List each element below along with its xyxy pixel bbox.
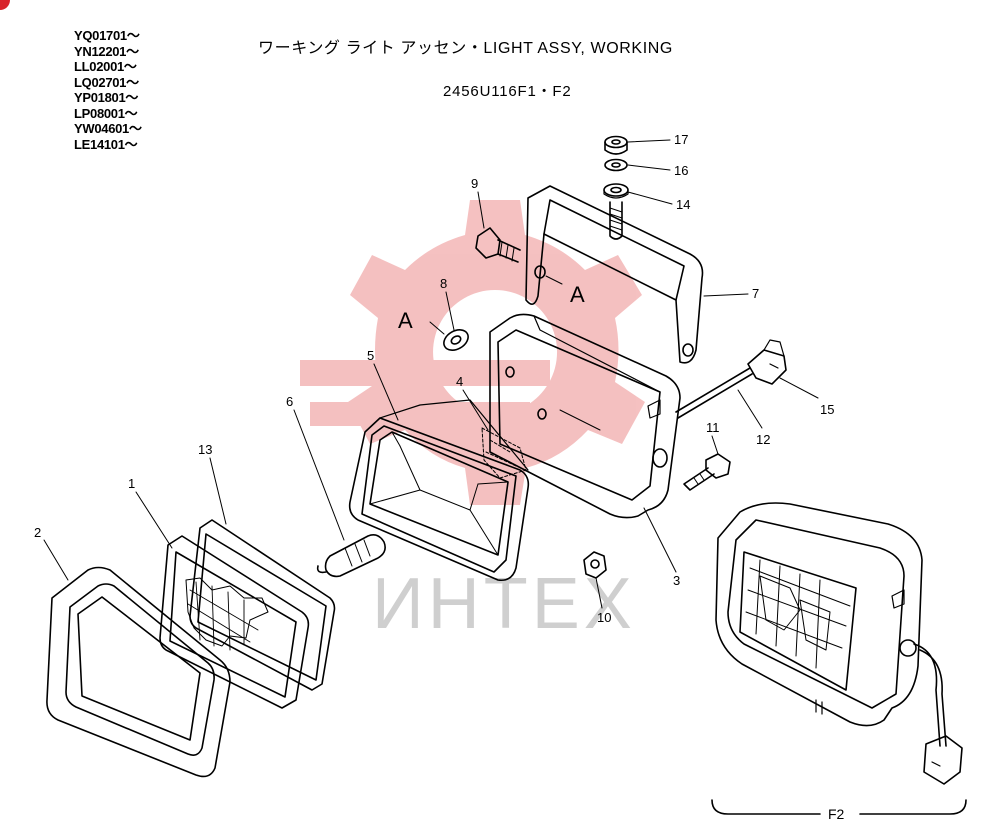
assembled-lamp-f2 xyxy=(715,502,963,785)
part-7-bracket xyxy=(525,185,704,364)
callout-13: 13 xyxy=(198,442,212,457)
part-13-gasket xyxy=(189,519,336,691)
part-10-nut xyxy=(583,551,607,579)
callout-8: 8 xyxy=(440,276,447,291)
callout-15: 15 xyxy=(820,402,834,417)
part-11-screw xyxy=(683,453,731,491)
variant-label-f2: F2 xyxy=(828,806,845,822)
part-3-housing xyxy=(489,313,681,519)
callout-9: 9 xyxy=(471,176,478,191)
serial-number: YW04601～ xyxy=(74,121,142,136)
serial-number: LE14101～ xyxy=(74,136,138,152)
callout-7: 7 xyxy=(752,286,759,301)
serial-number: LQ02701～ xyxy=(74,74,139,90)
part-1-lens xyxy=(159,535,310,709)
leader-lines xyxy=(43,139,819,609)
part-6-bulb xyxy=(316,534,386,578)
part-5-reflector xyxy=(348,399,530,582)
watermark-gear-logo xyxy=(300,200,645,505)
part-15-connector xyxy=(747,339,787,385)
callout-6: 6 xyxy=(286,394,293,409)
callout-2: 2 xyxy=(34,525,41,540)
callout-1: 1 xyxy=(128,476,135,491)
callout-14: 14 xyxy=(676,197,690,212)
serial-number: YQ01701～ xyxy=(74,28,140,43)
part-12-cable xyxy=(675,367,753,419)
callout-17: 17 xyxy=(674,132,688,147)
corner-mark xyxy=(0,0,10,10)
serial-number-list: YQ01701～ YN12201～ LL02001～ LQ02701～ YP01… xyxy=(74,28,142,152)
part-9-bolt xyxy=(475,227,521,263)
part-2-bezel xyxy=(46,566,231,778)
serial-number: LP08001～ xyxy=(74,105,138,121)
callout-3: 3 xyxy=(673,573,680,588)
callout-10: 10 xyxy=(597,610,611,625)
callout-16: 16 xyxy=(674,163,688,178)
serial-number: YP01801～ xyxy=(74,90,139,105)
stud-and-nuts xyxy=(603,135,629,240)
watermark-text: ИНТЕХ xyxy=(372,564,636,644)
diagram-title: ワーキング ライト アッセン・LIGHT ASSY, WORKING xyxy=(258,40,673,57)
variant-brace xyxy=(711,799,967,815)
callout-4: 4 xyxy=(456,374,463,389)
part-8-washer xyxy=(443,329,469,351)
callout-11: 11 xyxy=(706,420,720,435)
serial-number: LL02001～ xyxy=(74,59,137,74)
reference-a-left: A xyxy=(398,308,413,333)
reference-a-right: A xyxy=(570,282,585,307)
part-code: 2456U116F1・F2 xyxy=(443,83,572,100)
serial-number: YN12201～ xyxy=(74,43,139,59)
callout-12: 12 xyxy=(756,432,770,447)
callout-5: 5 xyxy=(367,348,374,363)
